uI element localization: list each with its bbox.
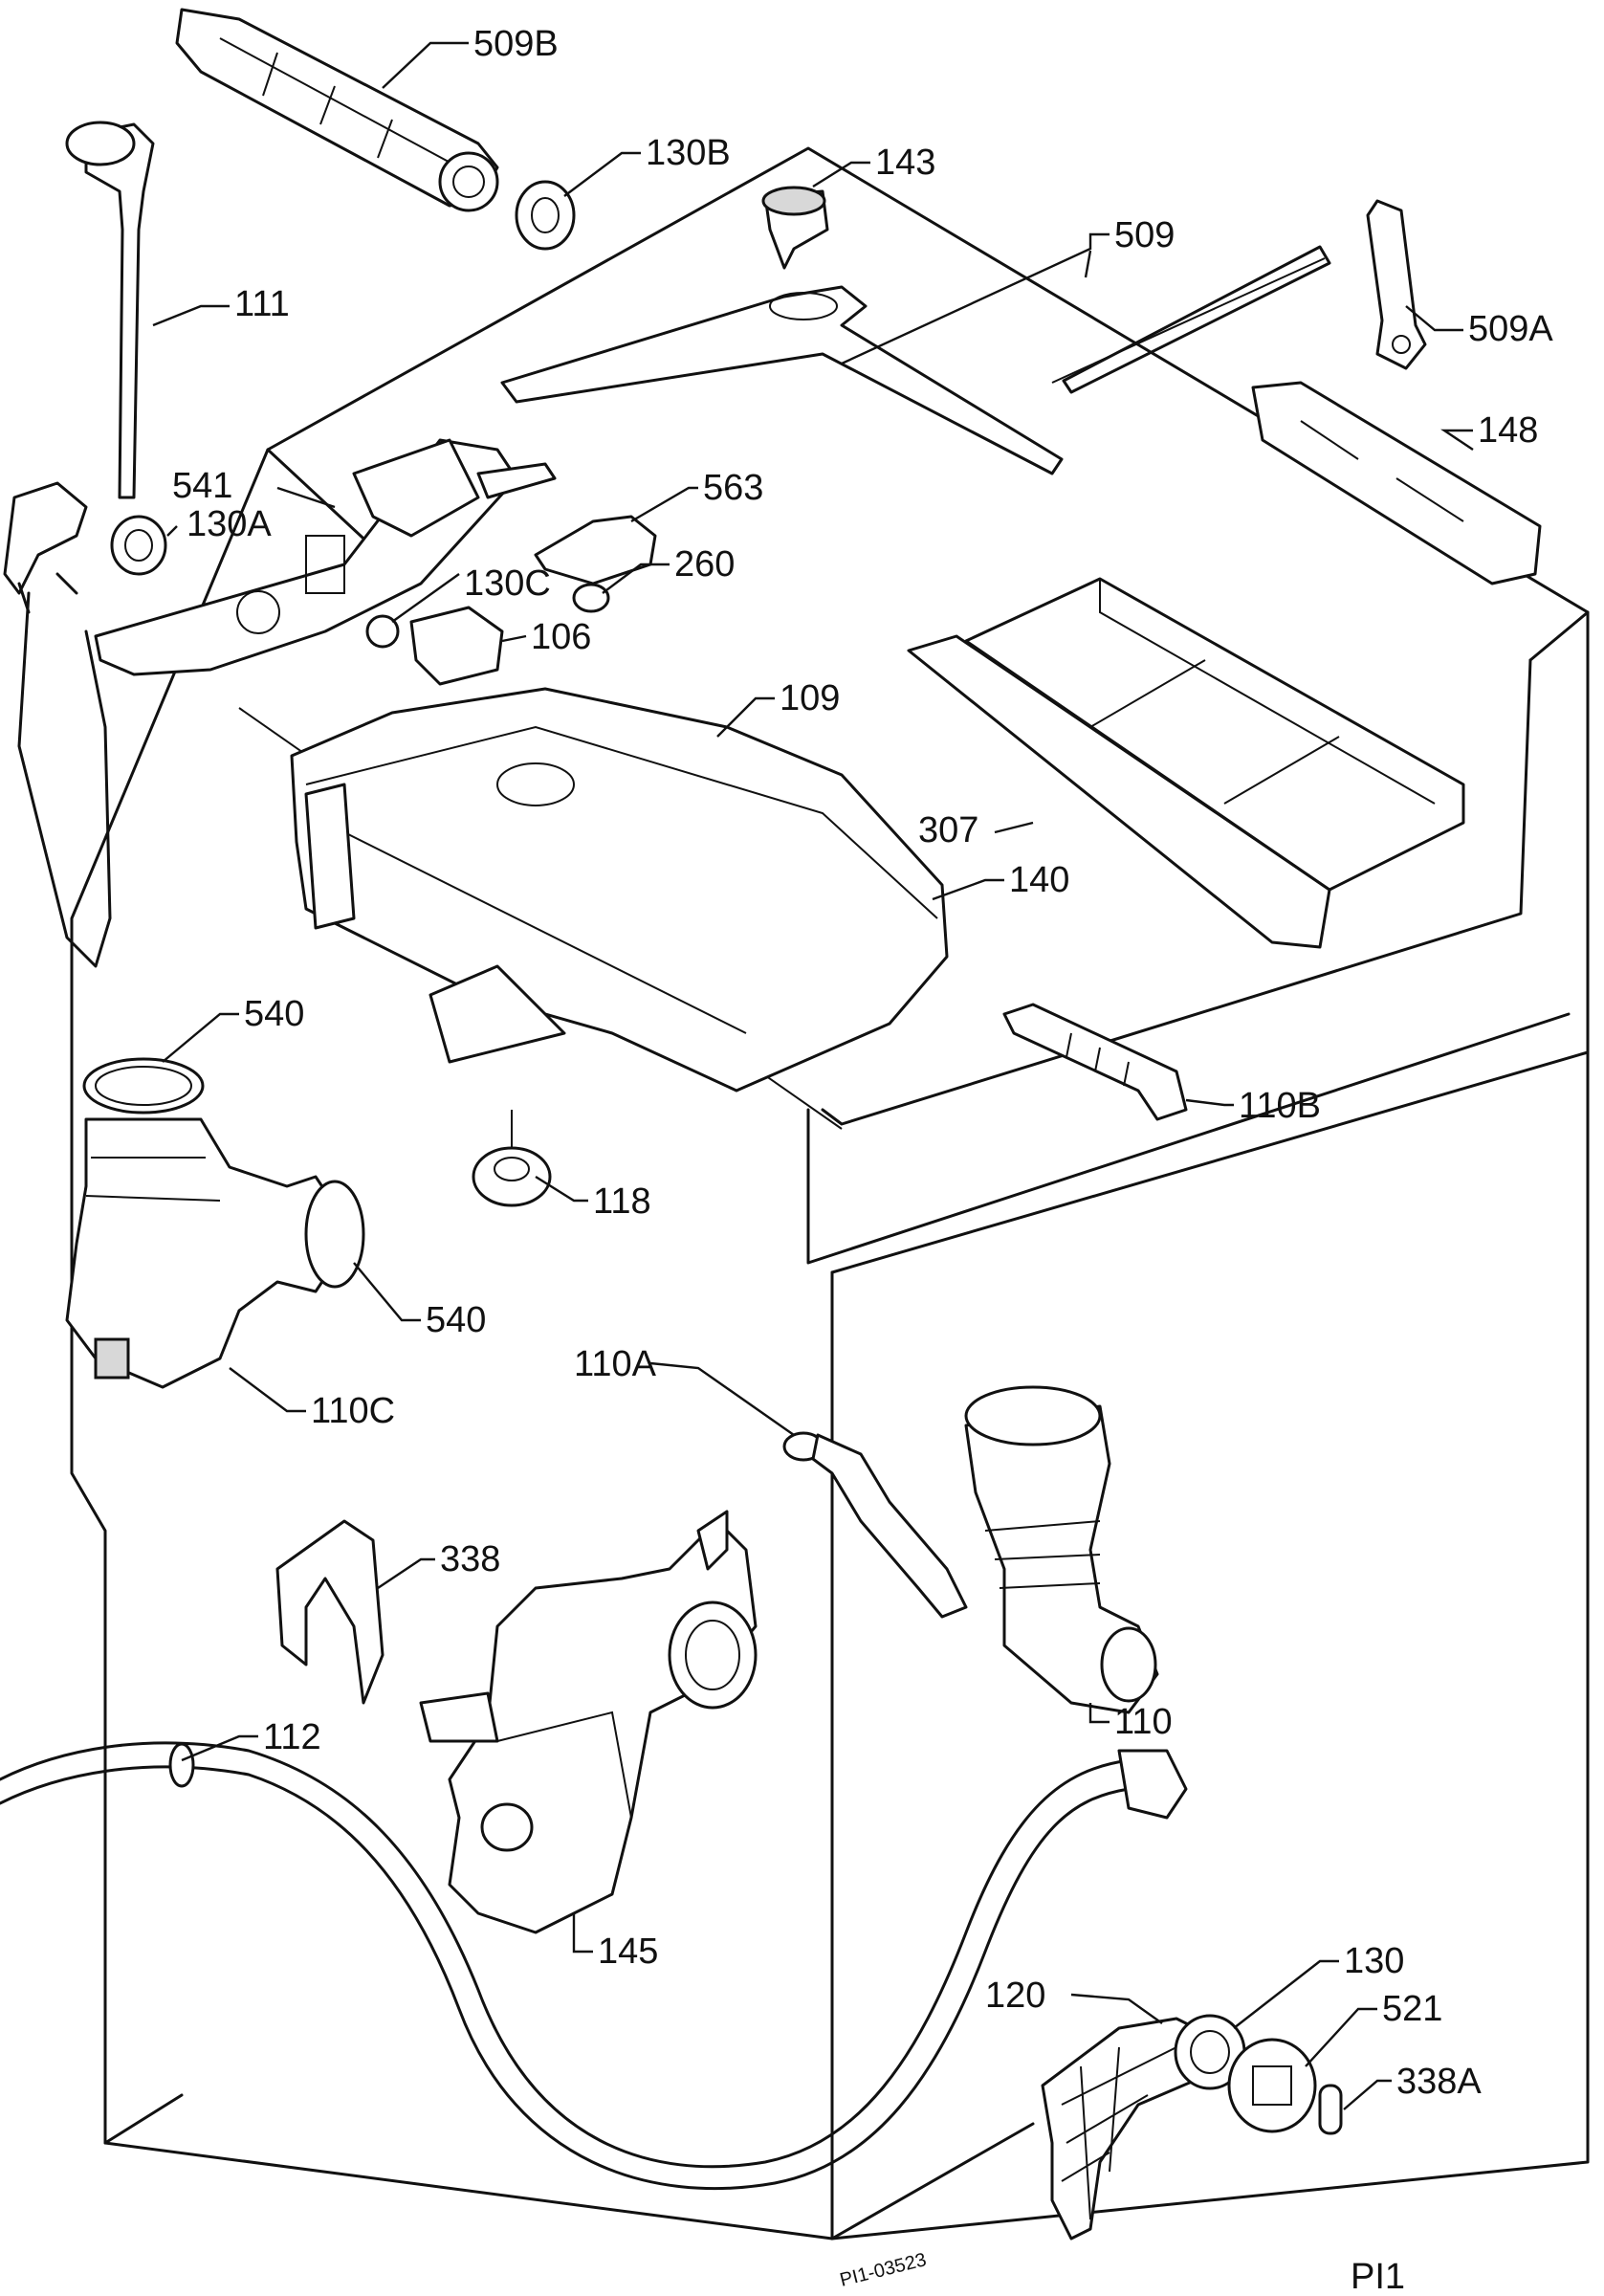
part-109-140-dispenser-housing xyxy=(290,687,949,1093)
part-540-clamp-top xyxy=(82,1057,205,1115)
label-509a: 509A xyxy=(1468,309,1553,349)
label-130a: 130A xyxy=(187,504,272,544)
label-521: 521 xyxy=(1382,1989,1442,2029)
part-111-inlet-hose xyxy=(3,121,155,968)
label-307: 307 xyxy=(918,810,978,850)
label-120: 120 xyxy=(985,1976,1045,2016)
part-509a-small-lever xyxy=(1366,199,1427,370)
label-118: 118 xyxy=(593,1181,651,1222)
part-130b-grommet xyxy=(515,180,576,251)
label-106: 106 xyxy=(531,617,591,657)
part-130c-valve xyxy=(365,614,400,649)
label-509b: 509B xyxy=(473,24,559,64)
label-145: 145 xyxy=(598,1932,658,1972)
leader-lines xyxy=(152,41,1474,2110)
plate-code: PI1 xyxy=(1351,2257,1405,2296)
part-130a-ring xyxy=(110,515,167,576)
part-118-wheel xyxy=(472,1110,552,1207)
part-148-handle xyxy=(1251,381,1542,585)
part-110-bellows-hose xyxy=(964,1385,1159,1714)
label-541: 541 xyxy=(172,466,232,506)
label-540-bottom: 540 xyxy=(426,1300,486,1340)
part-338-clip xyxy=(275,1519,385,1705)
label-148: 148 xyxy=(1478,410,1538,451)
part-110b-small-hose xyxy=(1002,1003,1188,1121)
label-111: 111 xyxy=(234,284,290,324)
label-130c: 130C xyxy=(464,563,551,604)
label-130: 130 xyxy=(1344,1941,1404,1981)
part-521-cap xyxy=(1227,2038,1317,2133)
label-110a: 110A xyxy=(574,1344,657,1384)
label-260: 260 xyxy=(674,544,735,585)
label-338a: 338A xyxy=(1396,2062,1482,2102)
label-112: 112 xyxy=(263,1717,321,1757)
part-143-knob xyxy=(761,186,829,270)
label-130b: 130B xyxy=(646,133,731,173)
label-509: 509 xyxy=(1114,215,1175,255)
label-338: 338 xyxy=(440,1539,500,1579)
label-110c: 110C xyxy=(311,1391,395,1431)
part-labels: 509B 130B 143 509 111 509A 148 541 563 1… xyxy=(172,24,1553,2102)
part-106-solenoid xyxy=(409,606,504,686)
label-110: 110 xyxy=(1114,1702,1173,1742)
label-140: 140 xyxy=(1009,860,1069,900)
label-109: 109 xyxy=(780,678,840,718)
part-110a-hose xyxy=(782,1431,968,1619)
part-110c-sump-hose xyxy=(65,1117,365,1389)
label-563: 563 xyxy=(703,468,763,508)
label-540-top: 540 xyxy=(244,994,304,1034)
part-509b-inlet-pipe xyxy=(175,8,499,212)
part-307-drawer xyxy=(907,577,1465,949)
label-110b: 110B xyxy=(1239,1086,1321,1126)
part-541-valve-bracket xyxy=(94,438,557,676)
label-143: 143 xyxy=(875,143,935,183)
drawing-number: PI1-03523 xyxy=(838,2249,929,2291)
part-338a-seal xyxy=(1318,2084,1343,2135)
part-260-spring xyxy=(572,583,610,613)
part-563-cover xyxy=(534,515,657,585)
part-509-lever xyxy=(500,245,1331,475)
part-120-filter xyxy=(1041,2017,1217,2241)
part-112-drain-hose xyxy=(0,1741,1188,2191)
part-145-pump xyxy=(419,1510,758,1934)
